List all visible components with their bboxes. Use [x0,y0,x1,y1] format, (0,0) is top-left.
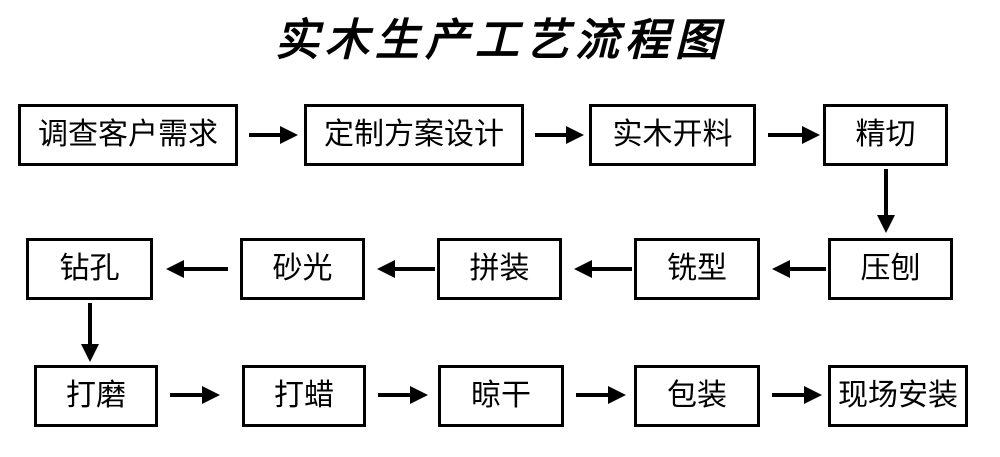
flow-node-shaguang[interactable]: 砂光 [240,238,365,300]
arrow-row1-2 [535,133,569,137]
flow-node-diaochakehuxuqiu[interactable]: 调查客户需求 [18,104,238,166]
flow-node-label: 定制方案设计 [324,118,504,151]
flow-node-dala[interactable]: 打蜡 [242,365,366,427]
flow-node-pinzhuang[interactable]: 拼装 [437,238,562,300]
arrowhead-right-icon [804,386,822,404]
flow-node-jingqie[interactable]: 精切 [823,104,948,166]
arrowhead-right-icon [202,386,220,404]
flow-node-label: 现场安装 [838,379,958,412]
arrow-row3-1 [170,393,205,397]
arrowhead-left-icon [166,260,184,278]
arrowhead-down-icon [81,344,99,362]
arrow-row2-1 [182,267,228,271]
page-title: 实木生产工艺流程图 [275,15,725,66]
flow-node-label: 拼装 [469,252,530,285]
arrow-row2-3 [590,267,632,271]
flow-node-shimukailiao[interactable]: 实木开料 [589,104,756,166]
flow-node-liangqian[interactable]: 晾干 [438,365,564,427]
flow-node-label: 调查客户需求 [38,118,218,151]
flow-node-label: 打蜡 [274,379,334,412]
arrowhead-right-icon [410,386,428,404]
arrow-row3-3 [576,393,611,397]
arrowhead-right-icon [566,126,584,144]
arrow-zuankong-to-damo [88,303,92,347]
arrow-row3-2 [378,393,413,397]
flow-node-dingzhifanganshiji[interactable]: 定制方案设计 [304,104,524,166]
arrowhead-left-icon [574,260,592,278]
flow-node-label: 包装 [667,379,727,412]
flow-node-label: 晾干 [471,379,531,412]
arrowhead-down-icon [877,215,895,233]
arrow-row2-4 [788,267,826,271]
flow-node-label: 钻孔 [59,252,120,285]
arrow-row1-3 [768,133,805,137]
flow-node-xingxing[interactable]: 铣型 [634,238,760,300]
arrowhead-left-icon [377,260,395,278]
arrow-jingqie-to-yabao [884,169,888,218]
arrow-row3-4 [772,393,807,397]
flow-node-zuankong[interactable]: 钻孔 [26,238,153,300]
arrowhead-right-icon [802,126,820,144]
flow-node-xianchanganzhuang[interactable]: 现场安装 [828,365,968,427]
arrowhead-right-icon [280,126,298,144]
arrowhead-right-icon [608,386,626,404]
flow-node-yabao[interactable]: 压刨 [828,238,953,300]
flow-node-damo[interactable]: 打磨 [34,365,158,427]
arrow-row2-2 [393,267,435,271]
flow-node-label: 精切 [855,118,916,151]
flow-node-label: 铣型 [667,252,727,285]
flow-node-label: 打磨 [66,379,126,412]
flow-node-label: 砂光 [272,252,333,285]
flow-node-label: 压刨 [860,252,921,285]
arrowhead-left-icon [772,260,790,278]
flow-node-baozhuang[interactable]: 包装 [634,365,760,427]
flow-node-label: 实木开料 [612,118,733,151]
arrow-row1-1 [249,133,283,137]
